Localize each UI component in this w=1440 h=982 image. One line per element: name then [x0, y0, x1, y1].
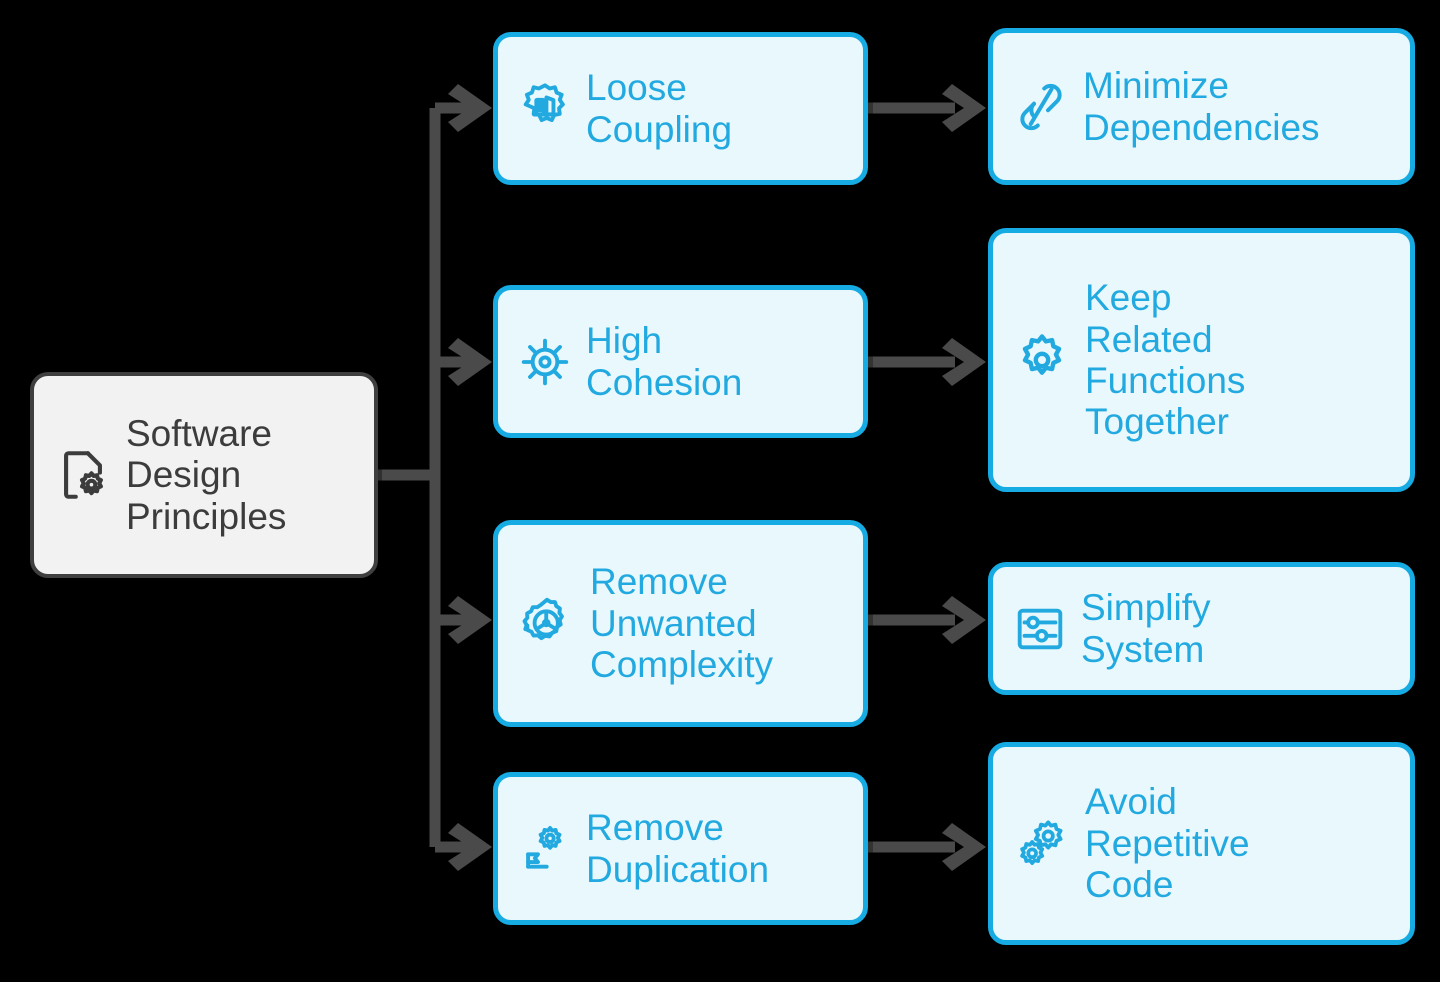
arrowheads	[448, 84, 986, 871]
broken-link-icon	[1011, 77, 1071, 137]
sliders-panel-icon	[1011, 600, 1069, 658]
node-label: Simplify System	[1081, 587, 1211, 670]
arrowhead-branch-1	[448, 84, 492, 132]
node-label: Minimize Dependencies	[1083, 65, 1320, 148]
arrowhead-link-1	[942, 84, 986, 132]
gear-icon	[1011, 329, 1073, 391]
file-gear-icon	[54, 446, 112, 504]
node-label: High Cohesion	[586, 320, 743, 403]
node-label: Remove Duplication	[586, 807, 770, 890]
arrowhead-branch-2	[448, 338, 492, 386]
double-gear-icon	[1011, 813, 1073, 875]
node-avoid-repetitive-code[interactable]: Avoid Repetitive Code	[988, 742, 1415, 945]
node-label: Loose Coupling	[586, 67, 733, 150]
sunburst-target-icon	[516, 333, 574, 391]
node-label: Keep Related Functions Together	[1085, 277, 1246, 443]
arrowhead-link-4	[942, 823, 986, 871]
arrowhead-link-3	[942, 596, 986, 644]
node-keep-related-functions-together[interactable]: Keep Related Functions Together	[988, 228, 1415, 492]
node-software-design-principles[interactable]: Software Design Principles	[30, 372, 378, 578]
node-remove-unwanted-complexity[interactable]: Remove Unwanted Complexity	[493, 520, 868, 727]
arrowhead-link-2	[942, 338, 986, 386]
gear-flag-icon	[516, 820, 574, 878]
gear-fan-icon	[516, 593, 578, 655]
badge-building-icon	[516, 80, 574, 138]
node-label: Remove Unwanted Complexity	[590, 561, 773, 686]
node-simplify-system[interactable]: Simplify System	[988, 562, 1415, 695]
node-remove-duplication[interactable]: Remove Duplication	[493, 772, 868, 925]
arrowhead-branch-3	[448, 596, 492, 644]
node-high-cohesion[interactable]: High Cohesion	[493, 285, 868, 438]
node-loose-coupling[interactable]: Loose Coupling	[493, 32, 868, 185]
node-label: Software Design Principles	[126, 412, 287, 537]
arrowhead-branch-4	[448, 823, 492, 871]
node-minimize-dependencies[interactable]: Minimize Dependencies	[988, 28, 1415, 185]
node-label: Avoid Repetitive Code	[1085, 781, 1250, 906]
